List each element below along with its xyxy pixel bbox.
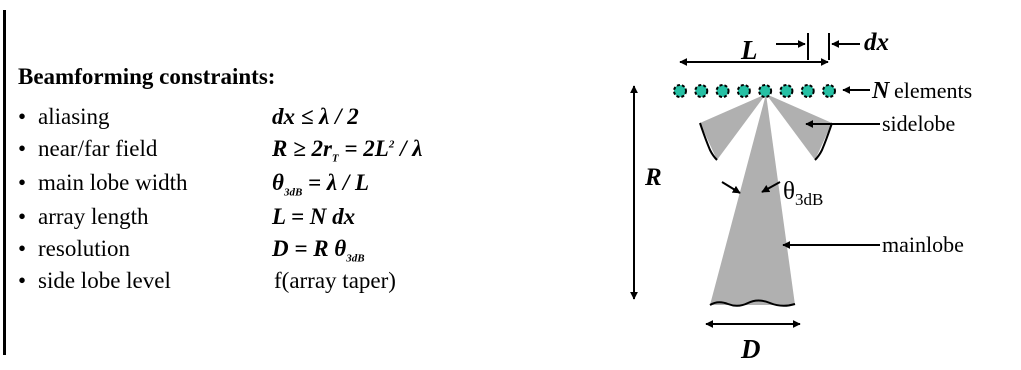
right-sidelobe-edge <box>814 122 833 161</box>
constraint-label: aliasing <box>38 104 110 129</box>
left-divider-line <box>3 10 6 355</box>
mainlobe-label: mainlobe <box>882 232 964 257</box>
left-sidelobe <box>700 94 766 160</box>
right-sidelobe <box>766 94 832 160</box>
side-lobe-level-formula: f(array taper) <box>274 268 396 293</box>
resolution-formula: D = R θ3dB <box>272 236 365 265</box>
bullet: • <box>18 204 27 229</box>
dx-label: dx <box>864 29 889 56</box>
R-label: R <box>644 164 662 191</box>
array-element <box>822 84 836 98</box>
N-label: N <box>871 78 891 104</box>
array-elements <box>673 84 836 98</box>
array-length-formula: L = N dx <box>272 204 356 229</box>
array-element <box>800 84 815 98</box>
left-sidelobe-edge <box>699 122 718 161</box>
elements-label: elements <box>894 78 972 103</box>
aliasing-formula: dx ≤ λ / 2 <box>272 104 359 129</box>
constraint-label: side lobe level <box>38 268 171 293</box>
array-element <box>673 84 687 98</box>
array-element <box>715 84 730 98</box>
array-element <box>779 84 794 98</box>
sidelobe-label: sidelobe <box>882 111 955 136</box>
constraint-label: main lobe width <box>38 170 188 195</box>
D-label: D <box>740 334 761 364</box>
constraint-label: array length <box>38 204 149 229</box>
theta-right-arrow <box>761 181 781 193</box>
array-element <box>694 84 709 98</box>
theta-subscript: 3dB <box>795 190 823 209</box>
theta-symbol: θ <box>783 178 795 205</box>
theta-label: θ3dB <box>783 178 823 209</box>
mainlobe-beam <box>710 94 795 305</box>
bullet: • <box>18 136 27 161</box>
bullet: • <box>18 104 27 129</box>
bullet: • <box>18 236 27 261</box>
main-lobe-width-formula: θ3dB = λ / L <box>272 170 370 199</box>
mainlobe-edge <box>709 299 796 307</box>
constraint-label: near/far field <box>38 136 158 161</box>
near-far-field-formula: R ≥ 2rT = 2L2 / λ <box>272 136 423 165</box>
array-element <box>736 84 751 98</box>
theta-left-arrow <box>721 181 741 194</box>
bullet: • <box>18 170 27 195</box>
array-element <box>758 84 773 98</box>
bullet: • <box>18 268 27 293</box>
constraints-heading: Beamforming constraints: <box>18 64 276 89</box>
L-label: L <box>740 35 758 65</box>
constraint-label: resolution <box>38 236 130 261</box>
